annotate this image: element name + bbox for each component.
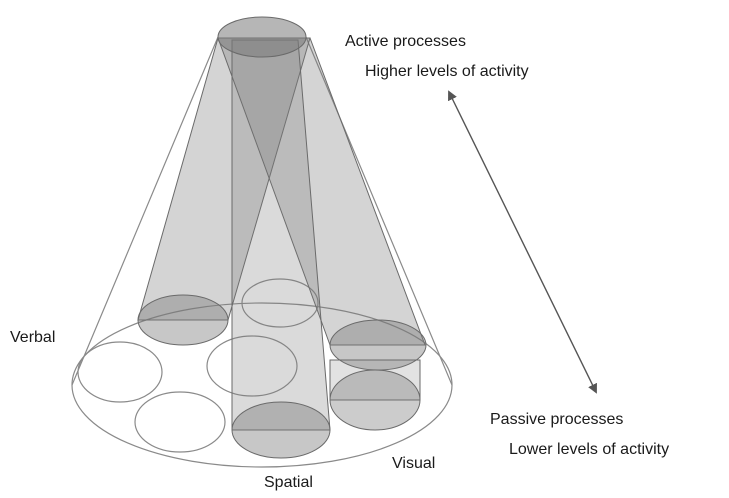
cylinder-spatial-base xyxy=(232,402,330,458)
active-processes-label: Active processes xyxy=(345,34,466,50)
lower-activity-label: Lower levels of activity xyxy=(509,442,669,458)
base-circle-left xyxy=(78,342,162,402)
verbal-label: Verbal xyxy=(10,330,55,346)
higher-activity-label: Higher levels of activity xyxy=(365,64,529,80)
cylinder-front-right-base xyxy=(330,370,420,430)
cylinder-verbal-base xyxy=(138,295,228,345)
passive-processes-label: Passive processes xyxy=(490,412,623,428)
cone-top-cap xyxy=(218,17,306,57)
base-circle-bottom-left xyxy=(135,392,225,452)
spatial-label: Spatial xyxy=(264,475,313,491)
activity-arrow xyxy=(449,92,596,392)
visual-label: Visual xyxy=(392,456,435,472)
